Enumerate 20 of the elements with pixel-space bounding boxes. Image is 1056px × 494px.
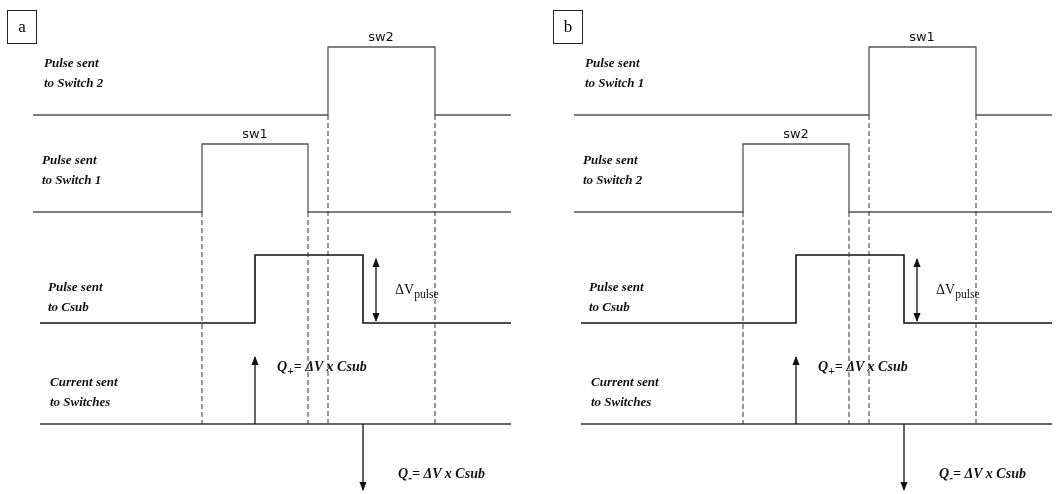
pulse-label: sw1 (908, 29, 936, 44)
pulse-label: sw2 (367, 29, 395, 44)
signal-label: Pulse sent to Switch 2 (44, 54, 105, 92)
signal-label: Pulse sent to Switch 2 (583, 151, 644, 189)
signal-label: Pulse sent to Switch 1 (585, 54, 646, 92)
panel-letter: b (553, 10, 583, 44)
voltage-label: ΔV$_{pulse}$ (936, 282, 981, 301)
signal-label: Current sent to Switches (50, 373, 119, 411)
signal-label: Pulse sent to Csub (48, 278, 104, 316)
charge-label: Q$_{+}$= ΔV x Csub (818, 359, 908, 378)
voltage-label: ΔV$_{pulse}$ (395, 282, 440, 301)
charge-label: Q$_{+}$= ΔV x Csub (277, 359, 367, 378)
panel-letter: a (7, 10, 37, 44)
charge-label: Q$_{-}$= ΔV x Csub (939, 466, 1026, 485)
charge-label: Q$_{-}$= ΔV x Csub (398, 466, 485, 485)
signal-label: Pulse sent to Csub (589, 278, 645, 316)
signal-label: Pulse sent to Switch 1 (42, 151, 103, 189)
signal-label: Current sent to Switches (591, 373, 660, 411)
pulse-label: sw1 (241, 126, 269, 141)
pulse-label: sw2 (782, 126, 810, 141)
